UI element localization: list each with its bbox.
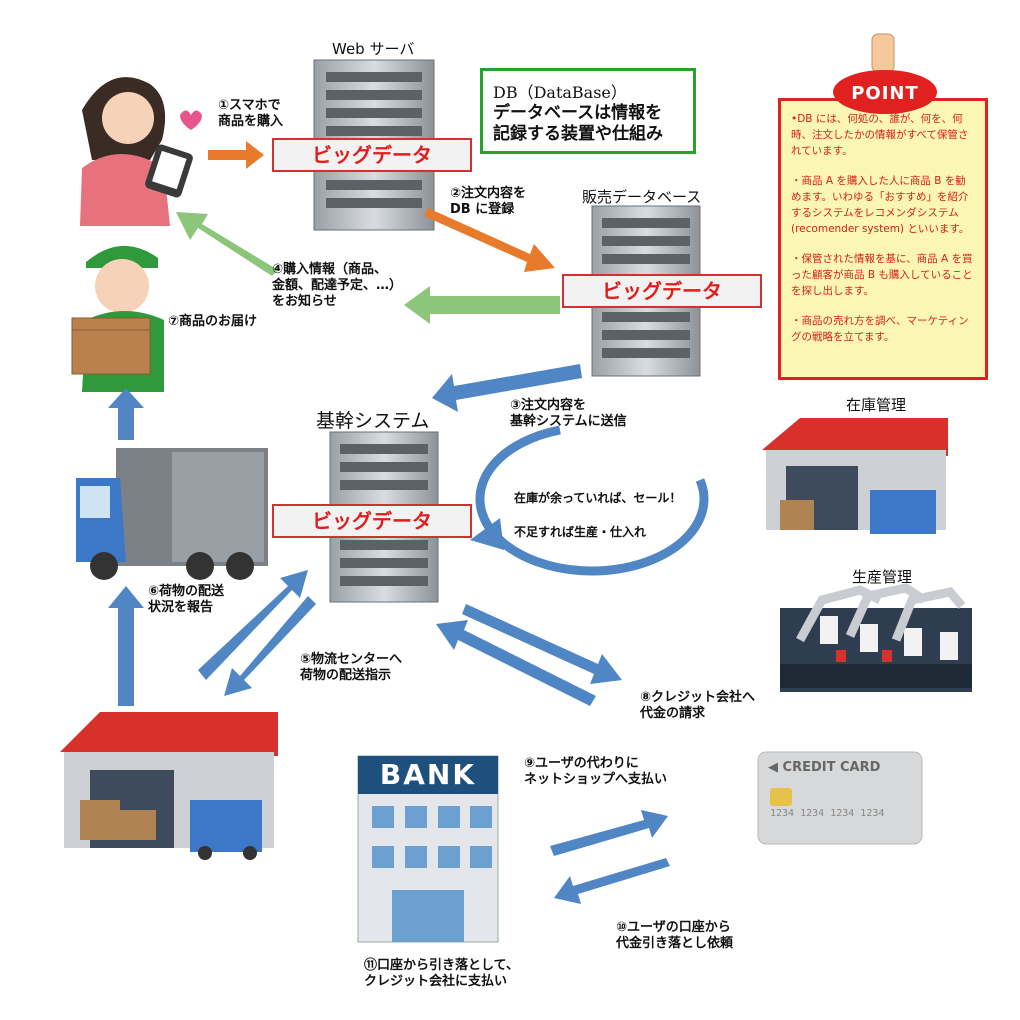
step-1-label: ①スマホで 商品を購入: [218, 98, 284, 129]
point-item: •DB には、何処の、誰が、何を、何時、注文したかの情報がすべて保管されています…: [791, 113, 969, 157]
logistics-warehouse-icon: [60, 712, 278, 860]
arrow-step3: [432, 364, 582, 412]
db-definition-line2: データベースは情報を 記録する装置や仕組み: [493, 103, 663, 144]
arrow-step8-in: [436, 620, 596, 706]
step-10-label: ⑩ユーザの口座から 代金引き落とし依頼: [616, 920, 734, 951]
step-3-label: ③注文内容を 基幹システムに送信: [510, 398, 627, 429]
step-9-label: ⑨ユーザの代わりに ネットショップへ支払い: [524, 756, 668, 787]
inventory-cycle-arrow: [470, 425, 709, 576]
credit-card-label: ◀ CREDIT CARD: [768, 760, 881, 775]
woman-shopping-icon: [80, 77, 202, 226]
inventory-title: 在庫管理: [846, 396, 907, 414]
step-6-label: ⑥荷物の配送 状況を報告: [148, 584, 225, 615]
core-system-bigdata-label: ビッグデータ: [272, 504, 472, 538]
sales-db-bigdata-label: ビッグデータ: [562, 274, 762, 308]
core-system-title: 基幹システム: [316, 410, 430, 432]
credit-card-number: 1234 1234 1234 1234: [770, 808, 885, 819]
point-box: •DB には、何処の、誰が、何を、何時、注文したかの情報がすべて保管されています…: [778, 98, 988, 380]
inventory-warehouse-icon: [762, 418, 948, 534]
step-11-label: ⑪口座から引き落として、 クレジット会社に支払い: [364, 958, 519, 989]
web-server-title: Web サーバ: [332, 40, 415, 58]
db-definition-line1: DB（DataBase）: [493, 83, 627, 102]
production-title: 生産管理: [852, 568, 913, 586]
arrow-step7: [108, 388, 144, 440]
credit-card-icon: [757, 751, 923, 845]
db-definition-box: DB（DataBase） データベースは情報を 記録する装置や仕組み: [480, 68, 696, 154]
step-7-label: ⑦商品のお届け: [168, 314, 258, 329]
arrow-step10: [554, 858, 670, 904]
point-item: ・商品 A を購入した人に商品 B を勧めます。いわゆる「おすすめ」を紹介するシ…: [791, 175, 970, 235]
point-badge: POINT: [833, 70, 937, 114]
truck-icon: [76, 448, 268, 580]
arrow-step1: [208, 141, 264, 169]
step-8-label: ⑧クレジット会社へ 代金の請求: [640, 690, 756, 721]
factory-production-icon: [780, 583, 972, 692]
arrow-step4-from-db: [404, 286, 560, 324]
point-item: ・保管された情報を基に、商品 A を買った顧客が商品 B も購入していることを探…: [791, 253, 973, 297]
arrow-step8-out: [462, 604, 622, 684]
arrow-step9: [550, 810, 668, 856]
sales-db-title: 販売データベース: [582, 188, 702, 206]
point-item: ・商品の売れ方を調べ、マーケティングの戦略を立てます。: [791, 315, 969, 343]
delivery-man-icon: [71, 245, 164, 392]
cycle-text-restock: 不足すれば生産・仕入れ: [514, 525, 647, 539]
web-server-bigdata-label: ビッグデータ: [272, 138, 472, 172]
thumbs-up-icon: [871, 33, 895, 73]
step-5-label: ⑤物流センターへ 荷物の配送指示: [300, 652, 403, 683]
arrow-step5-down: [224, 596, 316, 696]
bank-building-icon: [357, 755, 499, 943]
bank-sign: BANK: [379, 758, 477, 791]
arrow-step2: [424, 208, 555, 272]
arrow-step4-to-woman: [176, 212, 278, 276]
step-2-label: ②注文内容を DB に登録: [450, 186, 527, 217]
arrow-step6: [108, 586, 144, 706]
cycle-text-sale: 在庫が余っていれば、セール！: [514, 491, 682, 505]
step-4-label: ④購入情報（商品、 金額、配達予定、…） をお知らせ: [272, 262, 403, 309]
arrow-step5-up: [198, 570, 308, 680]
